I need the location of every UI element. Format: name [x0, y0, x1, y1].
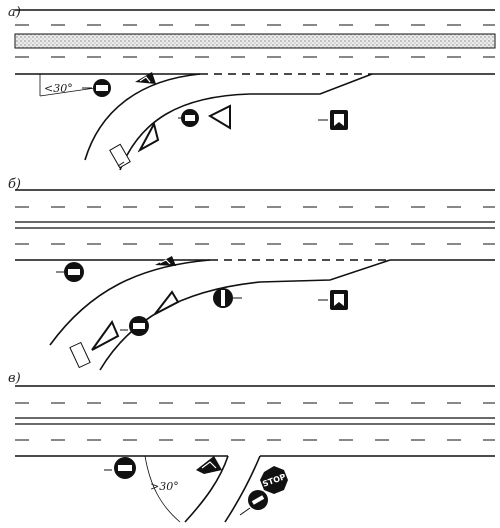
stop-sign-c: STOP [260, 466, 288, 494]
no-entry-sign-b [213, 288, 242, 308]
lane-gain-sign-b [56, 262, 84, 282]
lane-gain-sign-c [104, 457, 136, 479]
yield-triangle-sign-a1 [137, 121, 160, 153]
chevron-arrow-sign-c [196, 456, 222, 474]
panel-c: в) >30° STOP [8, 371, 495, 523]
signpost-plate-b [69, 341, 91, 369]
panel-a: а) <30° [8, 5, 496, 171]
angle-label-a: <30° [44, 82, 73, 95]
yield-triangle-sign-b2 [91, 319, 120, 351]
chevron-arrow-sign-a [135, 72, 156, 84]
ramp-inner-edge-a [119, 73, 373, 171]
angle-arc-c [144, 455, 181, 523]
panel-c-label: в) [8, 371, 21, 386]
ramp-outer-edge-b [49, 259, 211, 346]
side-road-edge-left [184, 455, 229, 523]
panel-a-label: а) [8, 5, 21, 20]
lane-end-sign-b [318, 290, 348, 310]
panel-b: б) [8, 177, 495, 371]
chevron-arrow-sign-b [155, 256, 176, 266]
median-strip [14, 33, 496, 49]
merge-lane-sign-a [82, 79, 111, 97]
side-road-edge-right [224, 455, 261, 523]
angle-arm-a2 [39, 87, 96, 97]
ramp-outer-edge-a [84, 73, 201, 161]
lane-end-sign-a [318, 110, 348, 130]
no-entry-sign-c [239, 490, 268, 516]
signpost-plate-a [109, 143, 131, 169]
ramp-inner-edge-b [99, 259, 391, 371]
lane-gain-sign-a [178, 109, 199, 127]
panel-b-label: б) [8, 177, 21, 192]
yield-triangle-sign-a2 [207, 104, 231, 130]
angle-label-c: >30° [150, 480, 179, 493]
merge-lane-sign-b [120, 316, 149, 336]
yield-triangle-sign-b1 [154, 290, 180, 315]
